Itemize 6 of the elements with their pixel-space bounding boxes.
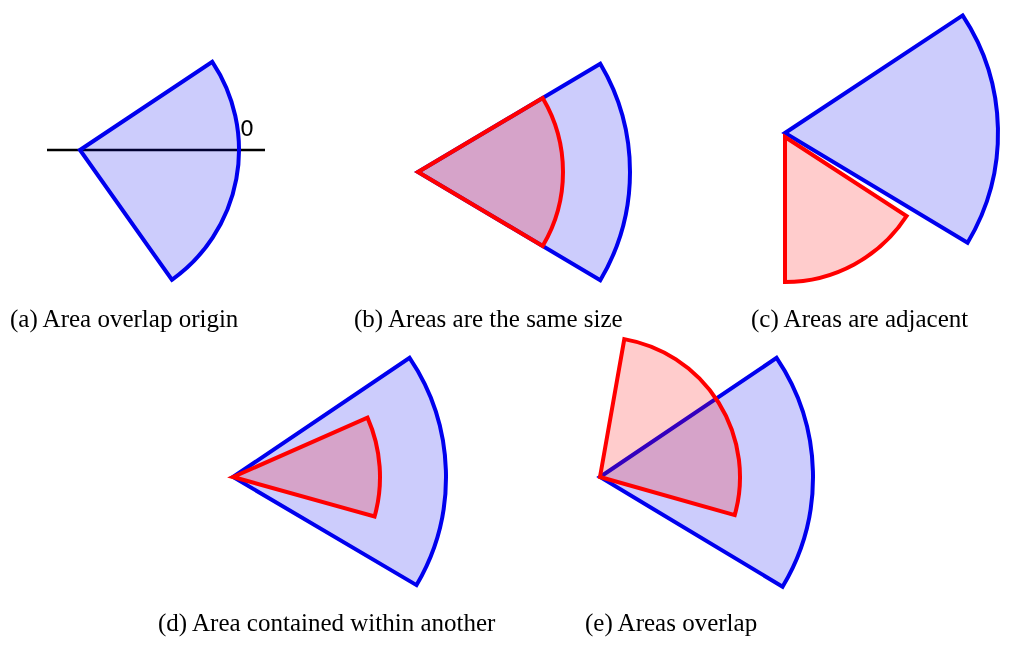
subfigure-caption: (c) Areas are adjacent	[751, 304, 969, 335]
subfigure-caption: (b) Areas are the same size	[354, 304, 623, 335]
subfigure-caption: (e) Areas overlap	[585, 608, 758, 639]
subfigure-caption: (d) Area contained within another	[158, 608, 497, 639]
angle-label: 0	[240, 118, 254, 140]
subfigure-caption: (a) Area overlap origin	[10, 304, 239, 335]
